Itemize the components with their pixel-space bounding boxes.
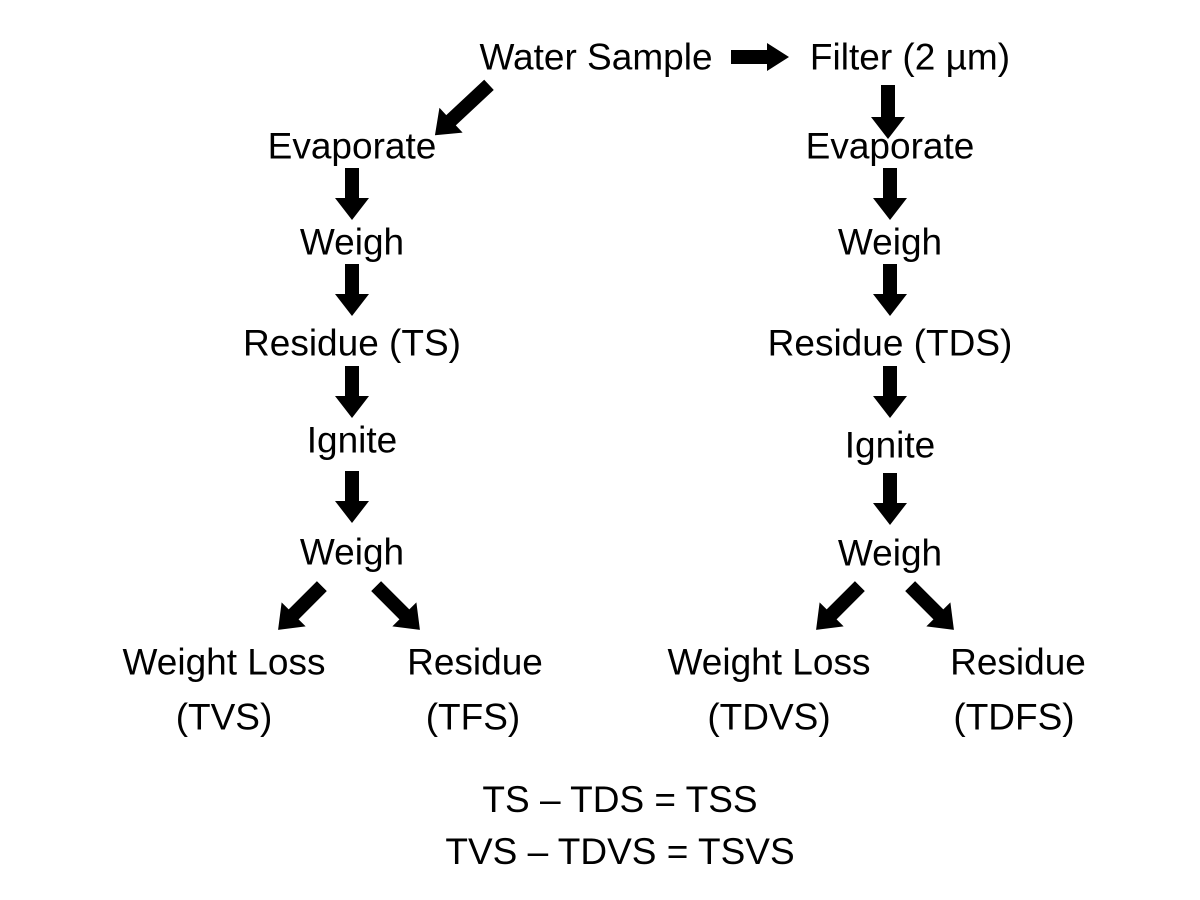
equation-tss: TS – TDS = TSS [482, 779, 758, 820]
node-left-residue-label: Residue [407, 641, 543, 683]
node-filter: Filter (2 µm) [809, 36, 1011, 78]
node-left-evaporate: Evaporate [267, 125, 437, 167]
arrow-down-icon [873, 168, 907, 220]
node-left-weigh-2: Weigh [299, 531, 405, 573]
arrow-down-icon [335, 168, 369, 220]
node-right-residue-abbr: (TDFS) [953, 696, 1075, 738]
node-left-weigh-1: Weigh [299, 221, 405, 263]
node-left-weight-loss-label: Weight Loss [122, 641, 326, 683]
arrow-down-icon [335, 264, 369, 316]
arrow-down-icon [873, 264, 907, 316]
node-right-residue-tds: Residue (TDS) [767, 322, 1013, 364]
arrow-right-icon [731, 43, 789, 71]
arrow-down-icon [873, 366, 907, 418]
node-right-weight-loss-abbr: (TDVS) [707, 696, 831, 738]
node-right-weigh-2: Weigh [837, 532, 943, 574]
node-right-weight-loss-label: Weight Loss [667, 641, 871, 683]
arrow-down-right-icon [364, 574, 432, 642]
node-left-residue-ts: Residue (TS) [243, 322, 461, 364]
equation-tsvs: TVS – TDVS = TSVS [445, 831, 795, 872]
arrow-down-icon [335, 471, 369, 523]
arrow-down-left-icon [266, 574, 334, 642]
node-left-weight-loss-abbr: (TVS) [175, 696, 273, 738]
node-right-weigh-1: Weigh [837, 221, 943, 263]
node-right-ignite: Ignite [844, 424, 936, 466]
node-water-sample: Water Sample [479, 36, 713, 78]
arrow-down-icon [871, 85, 905, 139]
arrow-down-icon [873, 473, 907, 525]
arrow-down-right-icon [898, 574, 966, 642]
node-right-evaporate: Evaporate [805, 125, 975, 167]
node-left-ignite: Ignite [306, 419, 398, 461]
node-left-residue-abbr: (TFS) [425, 696, 521, 738]
arrow-down-icon [335, 366, 369, 418]
node-right-residue-label: Residue [950, 641, 1086, 683]
arrow-down-left-icon [423, 72, 500, 147]
arrow-down-left-icon [804, 574, 872, 642]
